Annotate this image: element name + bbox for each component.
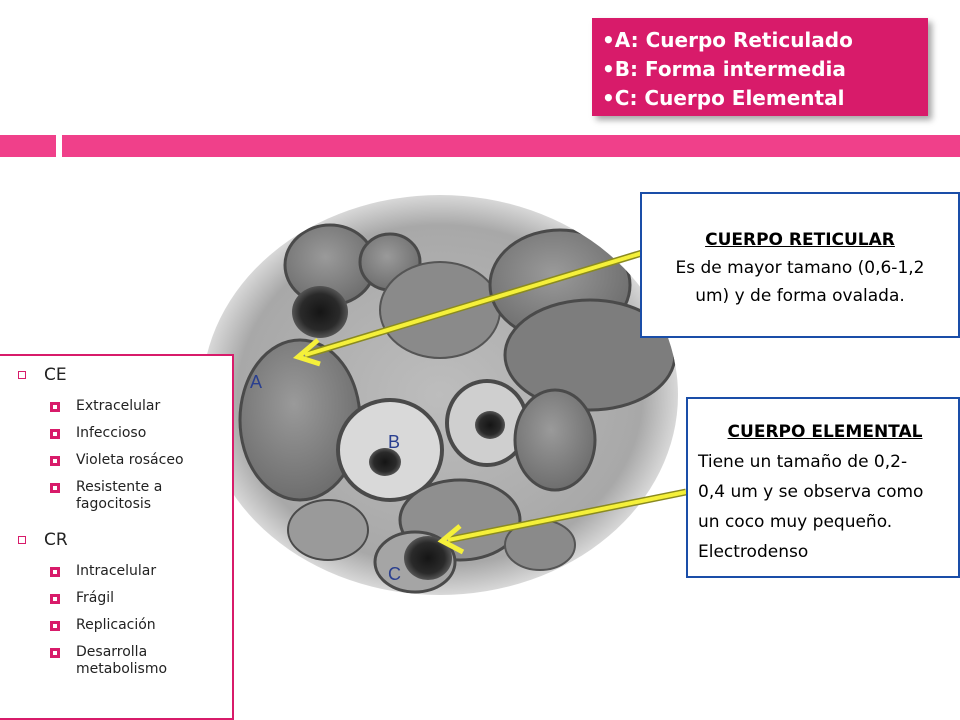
callout-reticular-line2: um) y de forma ovalada. xyxy=(695,286,905,306)
callout-elemental-line2: 0,4 um y se observa como xyxy=(698,482,924,502)
callout-reticular-title: CUERPO RETICULAR xyxy=(705,230,895,250)
label-c: C xyxy=(388,564,401,584)
square-bullet-icon xyxy=(50,456,60,466)
callout-elemental-line1: Tiene un tamaño de 0,2- xyxy=(698,452,908,472)
group-ce-label: CE xyxy=(44,365,67,385)
legend-line-a: •A: Cuerpo Reticulado xyxy=(602,28,853,52)
callout-reticular: CUERPO RETICULAR Es de mayor tamano (0,6… xyxy=(640,192,960,338)
list-item: Replicación xyxy=(0,617,232,634)
list-item-label: Resistente a fagocitosis xyxy=(76,479,163,512)
square-bullet-icon xyxy=(50,402,60,412)
label-a: A xyxy=(250,372,262,392)
list-item-label: Extracelular xyxy=(76,398,161,414)
square-bullet-icon xyxy=(50,621,60,631)
group-cr: CR xyxy=(0,527,232,553)
square-bullet-icon xyxy=(50,567,60,577)
list-item: Resistente a fagocitosis xyxy=(0,479,232,513)
arrow-to-a xyxy=(292,236,687,367)
header-bar-right xyxy=(62,135,960,157)
sidebar-list: CE Extracelular Infeccioso Violeta rosác… xyxy=(0,354,234,720)
label-b: B xyxy=(388,432,400,452)
list-item: Violeta rosáceo xyxy=(0,452,232,469)
list-item: Intracelular xyxy=(0,563,232,580)
list-item-label: Desarrolla metabolismo xyxy=(76,644,168,677)
list-item-label: Infeccioso xyxy=(76,425,147,441)
callout-elemental: CUERPO ELEMENTAL Tiene un tamaño de 0,2-… xyxy=(686,397,960,578)
square-bullet-icon xyxy=(50,648,60,658)
header-bar-left xyxy=(0,135,56,157)
list-item: Frágil xyxy=(0,590,232,607)
group-cr-label: CR xyxy=(44,530,68,550)
list-item: Infeccioso xyxy=(0,425,232,442)
legend-line-b: •B: Forma intermedia xyxy=(602,57,846,81)
callout-elemental-line3: un coco muy pequeño. xyxy=(698,512,893,532)
square-bullet-icon xyxy=(50,483,60,493)
arrow-to-c xyxy=(437,488,687,555)
group-ce: CE xyxy=(0,362,232,388)
list-item-label: Replicación xyxy=(76,617,156,633)
list-item-label: Frágil xyxy=(76,590,115,606)
square-bullet-icon xyxy=(50,429,60,439)
list-item-label: Violeta rosáceo xyxy=(76,452,184,468)
list-item-label: Intracelular xyxy=(76,563,157,579)
callout-reticular-line1: Es de mayor tamano (0,6-1,2 xyxy=(675,258,925,278)
list-item: Extracelular xyxy=(0,398,232,415)
square-bullet-icon xyxy=(50,594,60,604)
list-item: Desarrolla metabolismo xyxy=(0,644,232,678)
legend-line-c: •C: Cuerpo Elemental xyxy=(602,86,845,110)
legend-box: •A: Cuerpo Reticulado •B: Forma intermed… xyxy=(592,18,928,116)
callout-elemental-title: CUERPO ELEMENTAL xyxy=(727,422,923,442)
square-bullet-icon xyxy=(18,371,26,379)
callout-elemental-line4: Electrodenso xyxy=(698,542,809,562)
square-bullet-icon xyxy=(18,536,26,544)
